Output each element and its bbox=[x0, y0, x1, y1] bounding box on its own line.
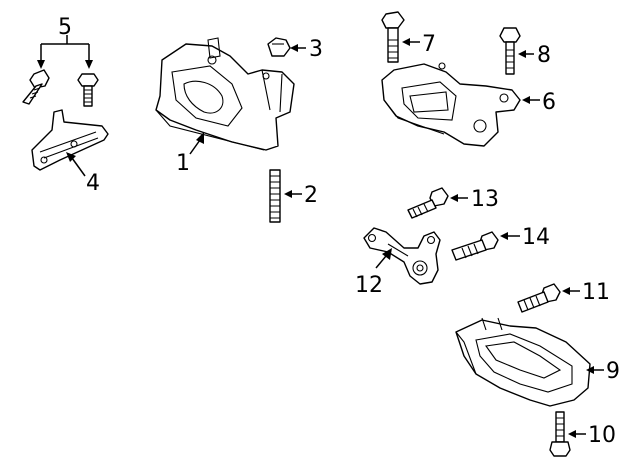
leader-2 bbox=[284, 190, 302, 198]
callout-7: 7 bbox=[422, 32, 436, 57]
leader-6 bbox=[522, 96, 540, 104]
leader-10 bbox=[568, 430, 586, 438]
bolt-14-icon bbox=[451, 231, 499, 261]
leader-3 bbox=[290, 44, 306, 52]
callout-5: 5 bbox=[58, 15, 72, 40]
bolt-11-icon bbox=[517, 283, 561, 313]
callout-2: 2 bbox=[304, 183, 318, 208]
bolt-8-icon bbox=[499, 27, 521, 75]
leader-8 bbox=[518, 50, 534, 58]
leader-5 bbox=[37, 35, 93, 69]
bolt-5-left-icon bbox=[22, 69, 50, 105]
nut-3-icon bbox=[267, 37, 291, 57]
leader-12 bbox=[375, 248, 392, 269]
callout-9: 9 bbox=[606, 359, 620, 384]
leader-11 bbox=[562, 287, 580, 295]
callout-12: 12 bbox=[355, 273, 383, 298]
bolt-13-icon bbox=[407, 187, 449, 219]
leader-9 bbox=[586, 366, 604, 374]
callout-1: 1 bbox=[176, 151, 190, 176]
callout-3: 3 bbox=[309, 37, 323, 62]
leader-13 bbox=[450, 194, 468, 202]
leader-14 bbox=[500, 232, 520, 240]
bolt-7-icon bbox=[381, 11, 405, 63]
callout-8: 8 bbox=[537, 43, 551, 68]
callout-11: 11 bbox=[582, 280, 610, 305]
leader-4 bbox=[66, 152, 86, 177]
callout-4: 4 bbox=[86, 171, 100, 196]
bolt-5-right-icon bbox=[77, 73, 99, 107]
leader-1 bbox=[189, 132, 204, 155]
bolt-10-icon bbox=[549, 411, 571, 457]
engine-mount-1-icon bbox=[155, 37, 295, 151]
callout-10: 10 bbox=[588, 423, 616, 448]
callout-14: 14 bbox=[522, 225, 550, 250]
callout-13: 13 bbox=[471, 187, 499, 212]
leader-7 bbox=[402, 38, 420, 46]
bracket-4-icon bbox=[31, 109, 109, 171]
torque-strut-12-icon bbox=[363, 227, 441, 285]
heat-shield-9-icon bbox=[455, 317, 591, 407]
callout-6: 6 bbox=[542, 90, 556, 115]
stud-2-icon bbox=[269, 169, 281, 223]
transmission-mount-6-icon bbox=[381, 62, 521, 147]
